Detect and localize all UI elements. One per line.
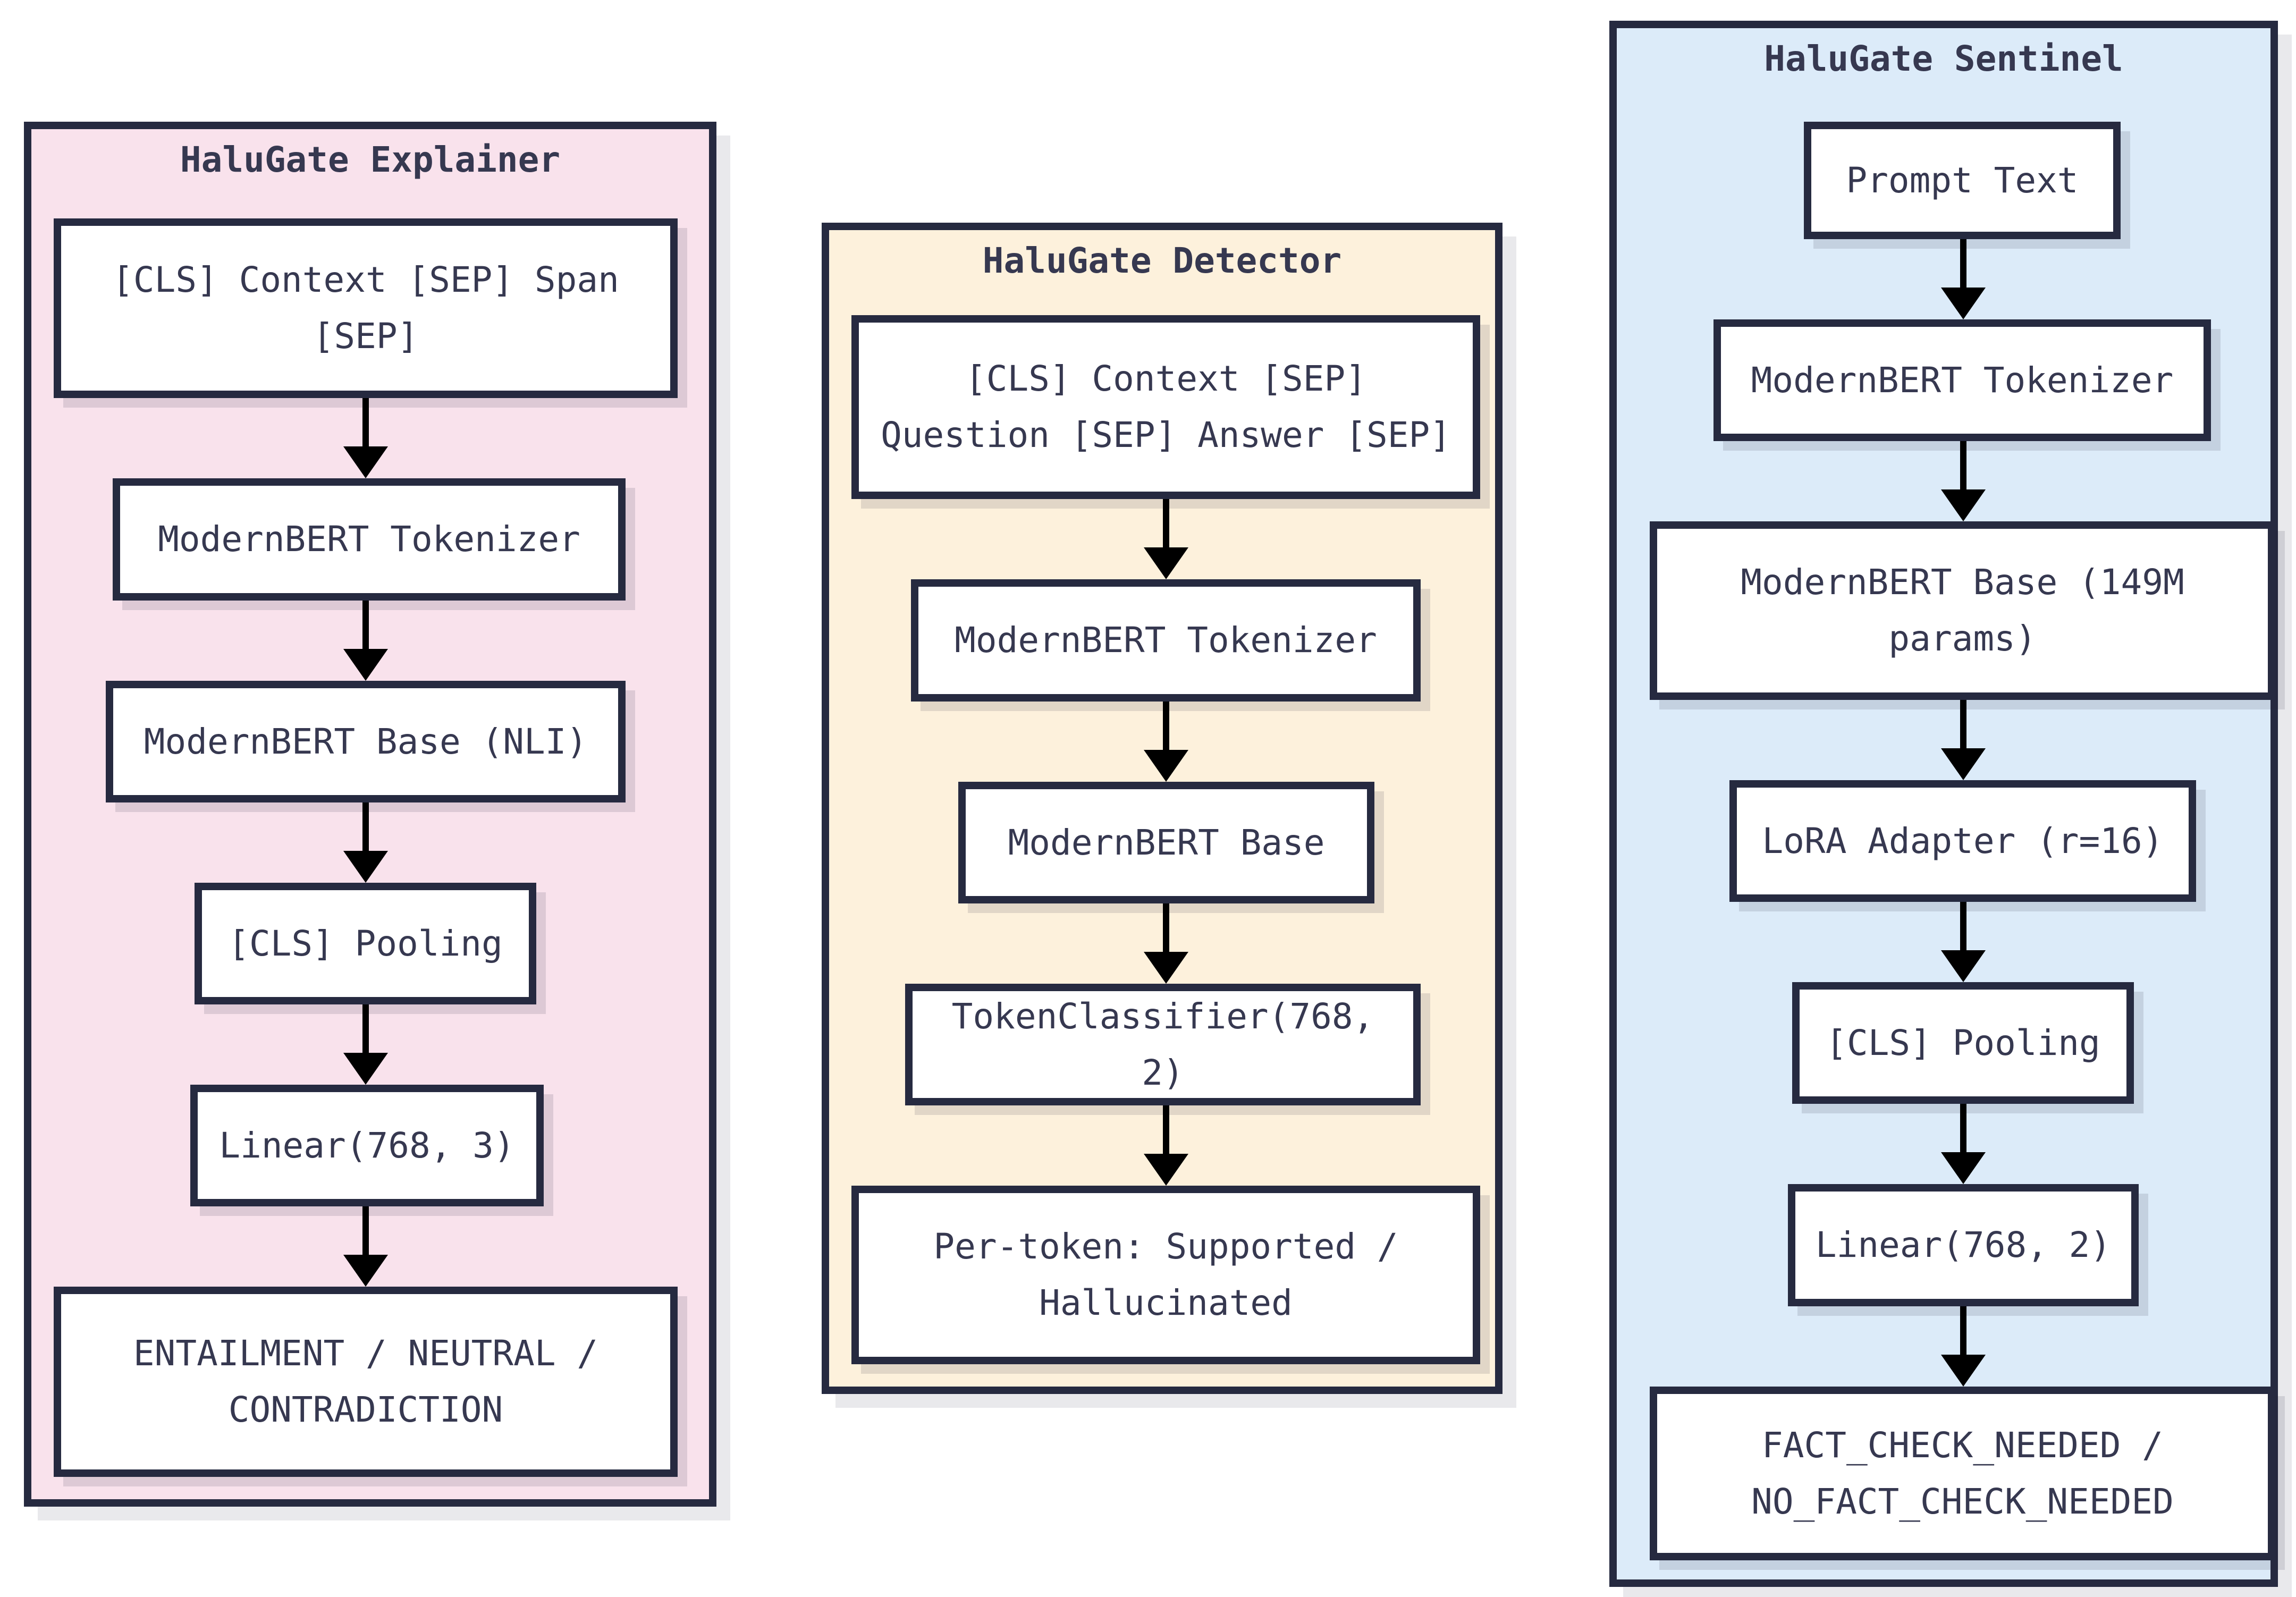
box-prompt-text: Prompt Text (1804, 122, 2121, 239)
arrow-stem (1960, 902, 1966, 951)
arrow-head (1941, 950, 1986, 982)
arrow-down-icon (1144, 702, 1188, 782)
box-cls-context-question-answer: [CLS] Context [SEP] Question [SEP] Answe… (851, 315, 1480, 499)
arrow-stem (362, 802, 369, 852)
arrow-head (1144, 1154, 1188, 1186)
arrow-down-icon (1941, 902, 1986, 982)
panel-title-detector: HaluGate Detector (982, 240, 1342, 281)
arrow-stem (362, 1004, 369, 1054)
arrow-stem (1163, 499, 1169, 548)
arrow-down-icon (343, 1004, 388, 1085)
box-linear-768-3: Linear(768, 3) (190, 1085, 544, 1206)
arrow-stem (1960, 700, 1966, 749)
arrow-stem (1960, 1306, 1966, 1356)
arrow-head (343, 649, 388, 681)
arrow-down-icon (1941, 441, 1986, 521)
arrow-down-icon (1144, 903, 1188, 984)
arrow-stem (1960, 239, 1966, 289)
box-cls-context-sep-span: [CLS] Context [SEP] Span [SEP] (54, 218, 678, 398)
box-modernbert-tokenizer-sentinel: ModernBERT Tokenizer (1713, 319, 2211, 441)
arrow-stem (362, 1206, 369, 1256)
box-lora-adapter-r16: LoRA Adapter (r=16) (1729, 780, 2196, 902)
arrow-head (343, 446, 388, 478)
arrow-down-icon (343, 601, 388, 681)
panel-title-sentinel: HaluGate Sentinel (1764, 38, 2123, 79)
box-modernbert-base-nli: ModernBERT Base (NLI) (106, 681, 626, 802)
arrow-down-icon (1941, 700, 1986, 780)
arrow-head (343, 851, 388, 883)
box-cls-pooling-explainer: [CLS] Pooling (195, 883, 536, 1004)
box-linear-768-2: Linear(768, 2) (1788, 1184, 2139, 1306)
box-modernbert-tokenizer-explainer: ModernBERT Tokenizer (113, 478, 626, 601)
arrow-down-icon (1144, 1105, 1188, 1186)
arrow-down-icon (1144, 499, 1188, 579)
arrow-down-icon (1941, 1104, 1986, 1184)
arrow-head (1941, 489, 1986, 521)
box-tokenclassifier-768-2: TokenClassifier(768, 2) (905, 984, 1421, 1105)
arrow-head (1941, 1152, 1986, 1184)
panel-title-explainer: HaluGate Explainer (180, 139, 561, 180)
arrow-down-icon (343, 1206, 388, 1287)
arrow-head (1941, 748, 1986, 780)
arrow-head (343, 1255, 388, 1287)
arrow-head (1144, 547, 1188, 579)
arrow-stem (1960, 441, 1966, 491)
box-modernbert-tokenizer-detector: ModernBERT Tokenizer (911, 579, 1421, 702)
arrow-stem (1163, 903, 1169, 953)
box-entailment-neutral-contradiction: ENTAILMENT / NEUTRAL / CONTRADICTION (54, 1287, 678, 1477)
arrow-head (1144, 952, 1188, 984)
arrow-stem (362, 601, 369, 650)
arrow-down-icon (1941, 239, 1986, 319)
box-modernbert-base-149m: ModernBERT Base (149M params) (1650, 521, 2275, 700)
arrow-head (343, 1053, 388, 1085)
arrow-head (1941, 1355, 1986, 1387)
box-modernbert-base-detector: ModernBERT Base (958, 782, 1374, 903)
arrow-stem (1163, 1105, 1169, 1155)
arrow-stem (1163, 702, 1169, 751)
arrow-down-icon (1941, 1306, 1986, 1387)
box-per-token-supported-hallucinated: Per-token: Supported / Hallucinated (851, 1186, 1480, 1364)
arrow-down-icon (343, 802, 388, 883)
box-cls-pooling-sentinel: [CLS] Pooling (1792, 982, 2134, 1104)
box-fact-check-needed: FACT_CHECK_NEEDED / NO_FACT_CHECK_NEEDED (1650, 1387, 2275, 1560)
arrow-head (1941, 288, 1986, 319)
arrow-head (1144, 750, 1188, 782)
arrow-stem (362, 398, 369, 447)
arrow-down-icon (343, 398, 388, 478)
arrow-stem (1960, 1104, 1966, 1153)
